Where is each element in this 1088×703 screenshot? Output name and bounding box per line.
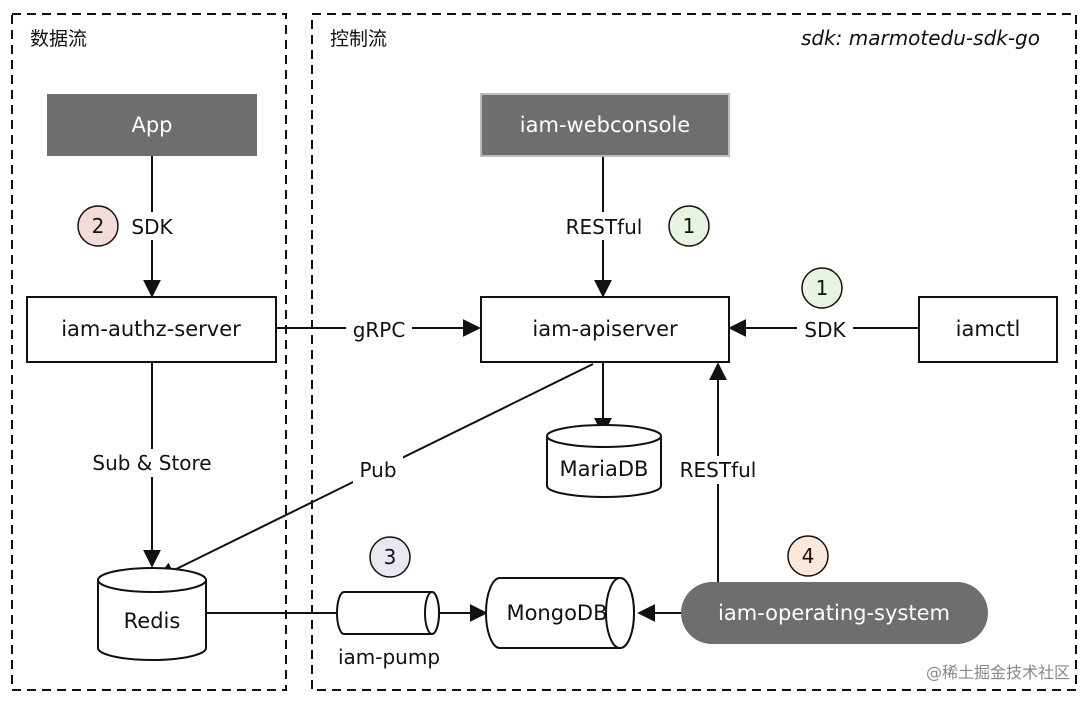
label-api-redis: Pub xyxy=(359,458,396,482)
control-flow-frame xyxy=(311,13,1077,691)
step-badge-3: 3 xyxy=(369,536,411,578)
watermark: @稀土掘金技术社区 xyxy=(926,663,1070,682)
svg-text:App: App xyxy=(131,113,172,137)
node-authz-server: iam-authz-server xyxy=(26,296,277,363)
label-authz-redis: Sub & Store xyxy=(92,451,211,475)
svg-text:2: 2 xyxy=(92,214,105,238)
svg-text:3: 3 xyxy=(384,545,397,569)
step-badge-1-webconsole: 1 xyxy=(668,205,710,247)
step-badge-1-iamctl: 1 xyxy=(801,267,843,309)
node-redis: Redis xyxy=(97,567,207,661)
label-webconsole-api: RESTful xyxy=(566,215,643,239)
svg-text:MariaDB: MariaDB xyxy=(560,457,649,481)
label-operating-api: RESTful xyxy=(680,458,757,482)
node-operating-system: iam-operating-system xyxy=(681,582,988,644)
data-flow-frame xyxy=(11,13,287,691)
node-mongodb: MongoDB xyxy=(485,577,635,649)
node-pump-label: iam-pump xyxy=(338,645,440,669)
data-flow-title: 数据流 xyxy=(30,28,87,50)
label-app-authz: SDK xyxy=(131,215,173,239)
node-apiserver: iam-apiserver xyxy=(480,296,730,363)
svg-text:iam-authz-server: iam-authz-server xyxy=(61,317,241,341)
svg-text:iam-webconsole: iam-webconsole xyxy=(520,113,690,137)
svg-text:MongoDB: MongoDB xyxy=(506,601,607,625)
node-iamctl: iamctl xyxy=(918,296,1058,363)
svg-text:iamctl: iamctl xyxy=(956,317,1021,341)
node-pump-queue xyxy=(336,591,440,635)
node-mariadb: MariaDB xyxy=(546,424,662,498)
step-badge-4: 4 xyxy=(787,535,829,577)
node-webconsole: iam-webconsole xyxy=(480,93,730,157)
label-iamctl-api: SDK xyxy=(804,318,846,342)
svg-text:1: 1 xyxy=(816,276,829,300)
svg-text:iam-apiserver: iam-apiserver xyxy=(532,317,678,341)
svg-text:Redis: Redis xyxy=(124,609,181,633)
node-app: App xyxy=(47,94,257,156)
svg-text:1: 1 xyxy=(683,214,696,238)
sdk-note: sdk: marmotedu-sdk-go xyxy=(801,26,1040,50)
label-authz-api: gRPC xyxy=(353,318,406,342)
svg-text:iam-operating-system: iam-operating-system xyxy=(718,601,950,625)
svg-text:4: 4 xyxy=(802,544,815,568)
step-badge-2: 2 xyxy=(77,205,119,247)
control-flow-title: 控制流 xyxy=(330,28,387,50)
